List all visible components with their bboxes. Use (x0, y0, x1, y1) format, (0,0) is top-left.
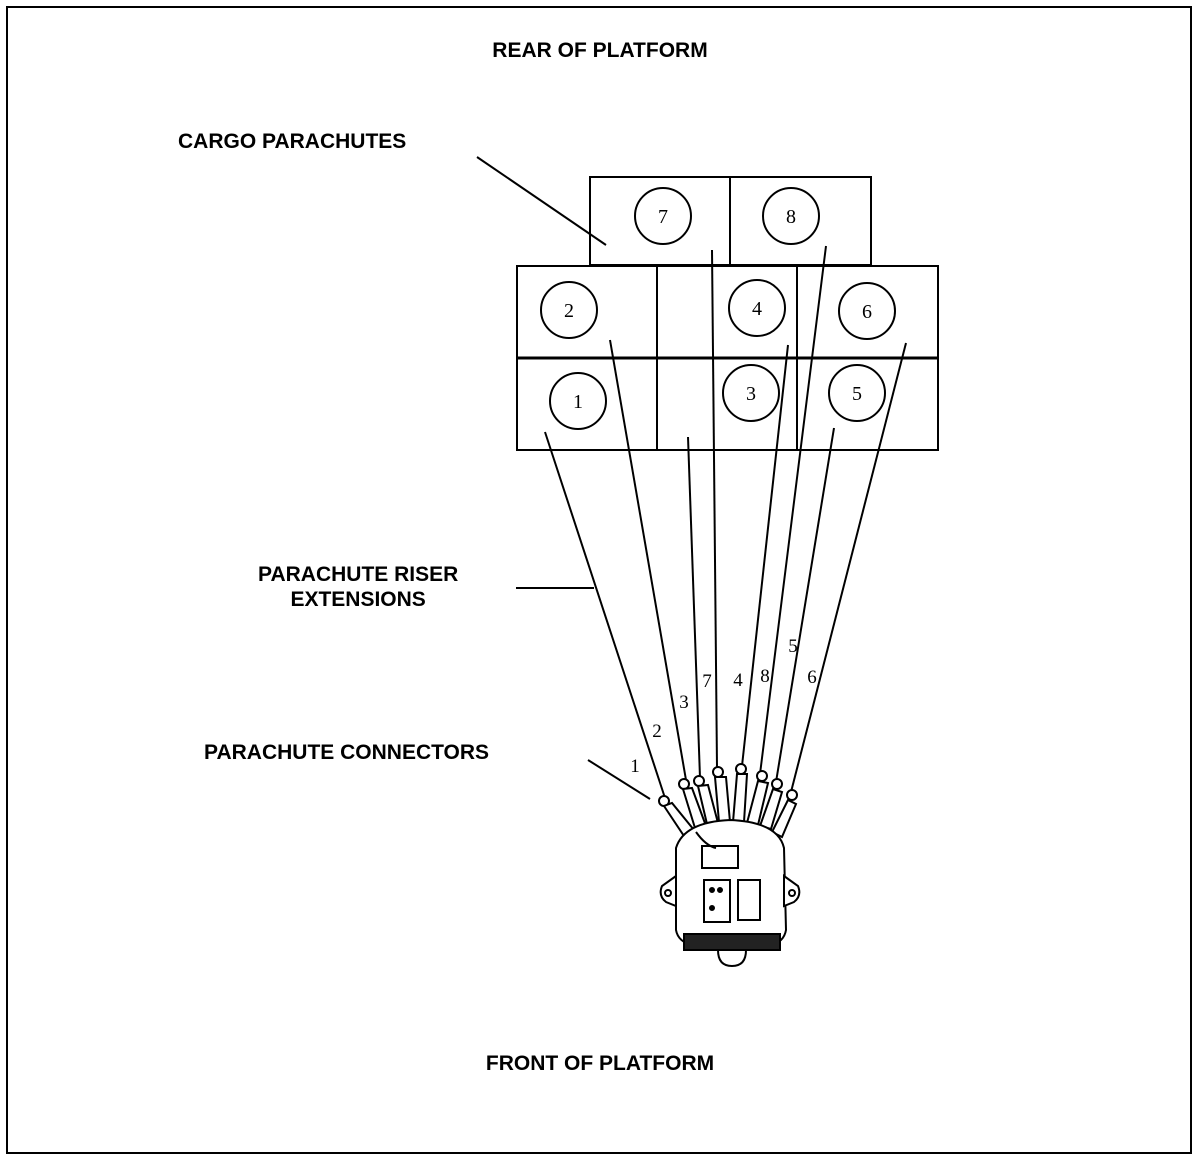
riser-number-1: 1 (630, 756, 640, 777)
connector-dot (709, 887, 715, 893)
riser-line-4 (741, 344, 789, 767)
parachute-circle-6 (838, 282, 896, 340)
riser-extension-lines (544, 245, 907, 799)
riser-number-3: 3 (679, 692, 689, 713)
parachute-connectors-label: PARACHUTE CONNECTORS (204, 741, 490, 764)
connector-link (713, 776, 732, 823)
parachute-circle-5 (828, 364, 886, 422)
connector-dot (709, 905, 715, 911)
riser-line-6 (790, 342, 907, 793)
parachute-circle-2 (540, 281, 598, 339)
connector-link (731, 773, 749, 823)
connector-right-hole (788, 889, 796, 897)
connector-panel (703, 879, 731, 923)
parachute-number-2: 2 (564, 300, 574, 322)
connector-clevis (712, 766, 724, 778)
riser-number-8: 8 (760, 666, 770, 687)
connector-body (659, 818, 801, 968)
parachute-circle-4 (728, 279, 786, 337)
riser-line-8 (759, 245, 827, 775)
connector-clevis (756, 770, 768, 782)
riser-number-6: 6 (807, 667, 817, 688)
connector-left-hole (664, 889, 672, 897)
connector-strap (695, 831, 717, 849)
riser-label-line-1: PARACHUTE RISER (258, 563, 459, 586)
riser-line-5 (775, 427, 835, 783)
connector-clevises (658, 763, 798, 807)
riser-number-4: 4 (733, 670, 743, 691)
parachute-number-5: 5 (852, 383, 862, 405)
parachute-circle-3 (722, 364, 780, 422)
rear-of-platform-label: REAR OF PLATFORM (492, 39, 708, 62)
connector-dot (717, 887, 723, 893)
front-of-platform-label: FRONT OF PLATFORM (485, 1052, 715, 1075)
cargo-parachutes-leader (476, 156, 607, 246)
parachute-number-1: 1 (573, 391, 583, 413)
connector-link (770, 798, 798, 839)
connectors-leader (587, 759, 651, 800)
parachute-circles (540, 187, 896, 430)
connector-bail (717, 949, 747, 968)
parachute-number-4: 4 (752, 298, 762, 320)
riser-label-line-2: EXTENSIONS (290, 588, 426, 612)
parachute-number-8: 8 (786, 206, 796, 228)
connector-clevis (735, 763, 747, 775)
parachute-riser-extensions-label: PARACHUTE RISER EXTENSIONS (258, 562, 458, 612)
connector-clevis (693, 775, 705, 787)
parachute-circle-1 (549, 372, 607, 430)
cargo-parachutes-label: CARGO PARACHUTES (178, 130, 407, 153)
riser-numbers: 1 2 3 7 4 8 5 6 (630, 636, 817, 777)
riser-line-7 (711, 249, 718, 769)
riser-line-1 (544, 431, 666, 799)
connector-clevis (786, 789, 798, 801)
connector-window (737, 879, 761, 921)
riser-line-2 (609, 339, 687, 781)
parachute-circle-7 (634, 187, 692, 245)
connector-base-plate (683, 933, 781, 951)
leader-lines (476, 156, 651, 800)
parachute-number-7: 7 (658, 206, 668, 228)
connector-tag (701, 845, 739, 869)
riser-line-3 (687, 436, 701, 779)
parachute-numbers: 7 8 2 4 6 1 3 5 (564, 206, 872, 413)
parachute-number-3: 3 (746, 383, 756, 405)
connector-clevis (771, 778, 783, 790)
figure-border (6, 6, 1192, 1154)
riser-number-7: 7 (702, 671, 712, 692)
riser-number-2: 2 (652, 721, 662, 742)
parachute-circle-8 (762, 187, 820, 245)
riser-number-5: 5 (788, 636, 798, 657)
parachute-number-6: 6 (862, 301, 872, 323)
parachute-grid (516, 176, 939, 451)
